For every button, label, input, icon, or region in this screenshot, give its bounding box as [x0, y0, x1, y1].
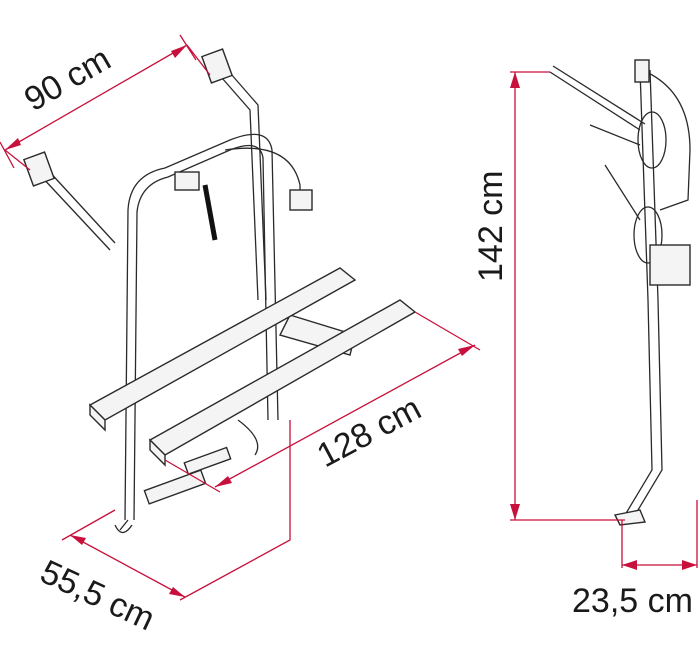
dimension-128cm [164, 311, 481, 493]
dimension-23-5cm [621, 500, 698, 570]
dimension-label-height: 142 cm [472, 171, 510, 283]
dimension-label-depth-bottom: 55,5 cm [35, 553, 161, 639]
dimension-90cm [0, 34, 211, 171]
dimension-142cm [510, 71, 625, 521]
dimension-label-side-depth: 23,5 cm [572, 582, 693, 620]
dimension-label-width-top: 90 cm [18, 40, 117, 119]
rack-perspective-view [22, 48, 417, 534]
dimension-label-rail-length: 128 cm [311, 389, 427, 475]
dimension-55-5cm [61, 420, 291, 601]
rack-side-view [549, 59, 691, 526]
